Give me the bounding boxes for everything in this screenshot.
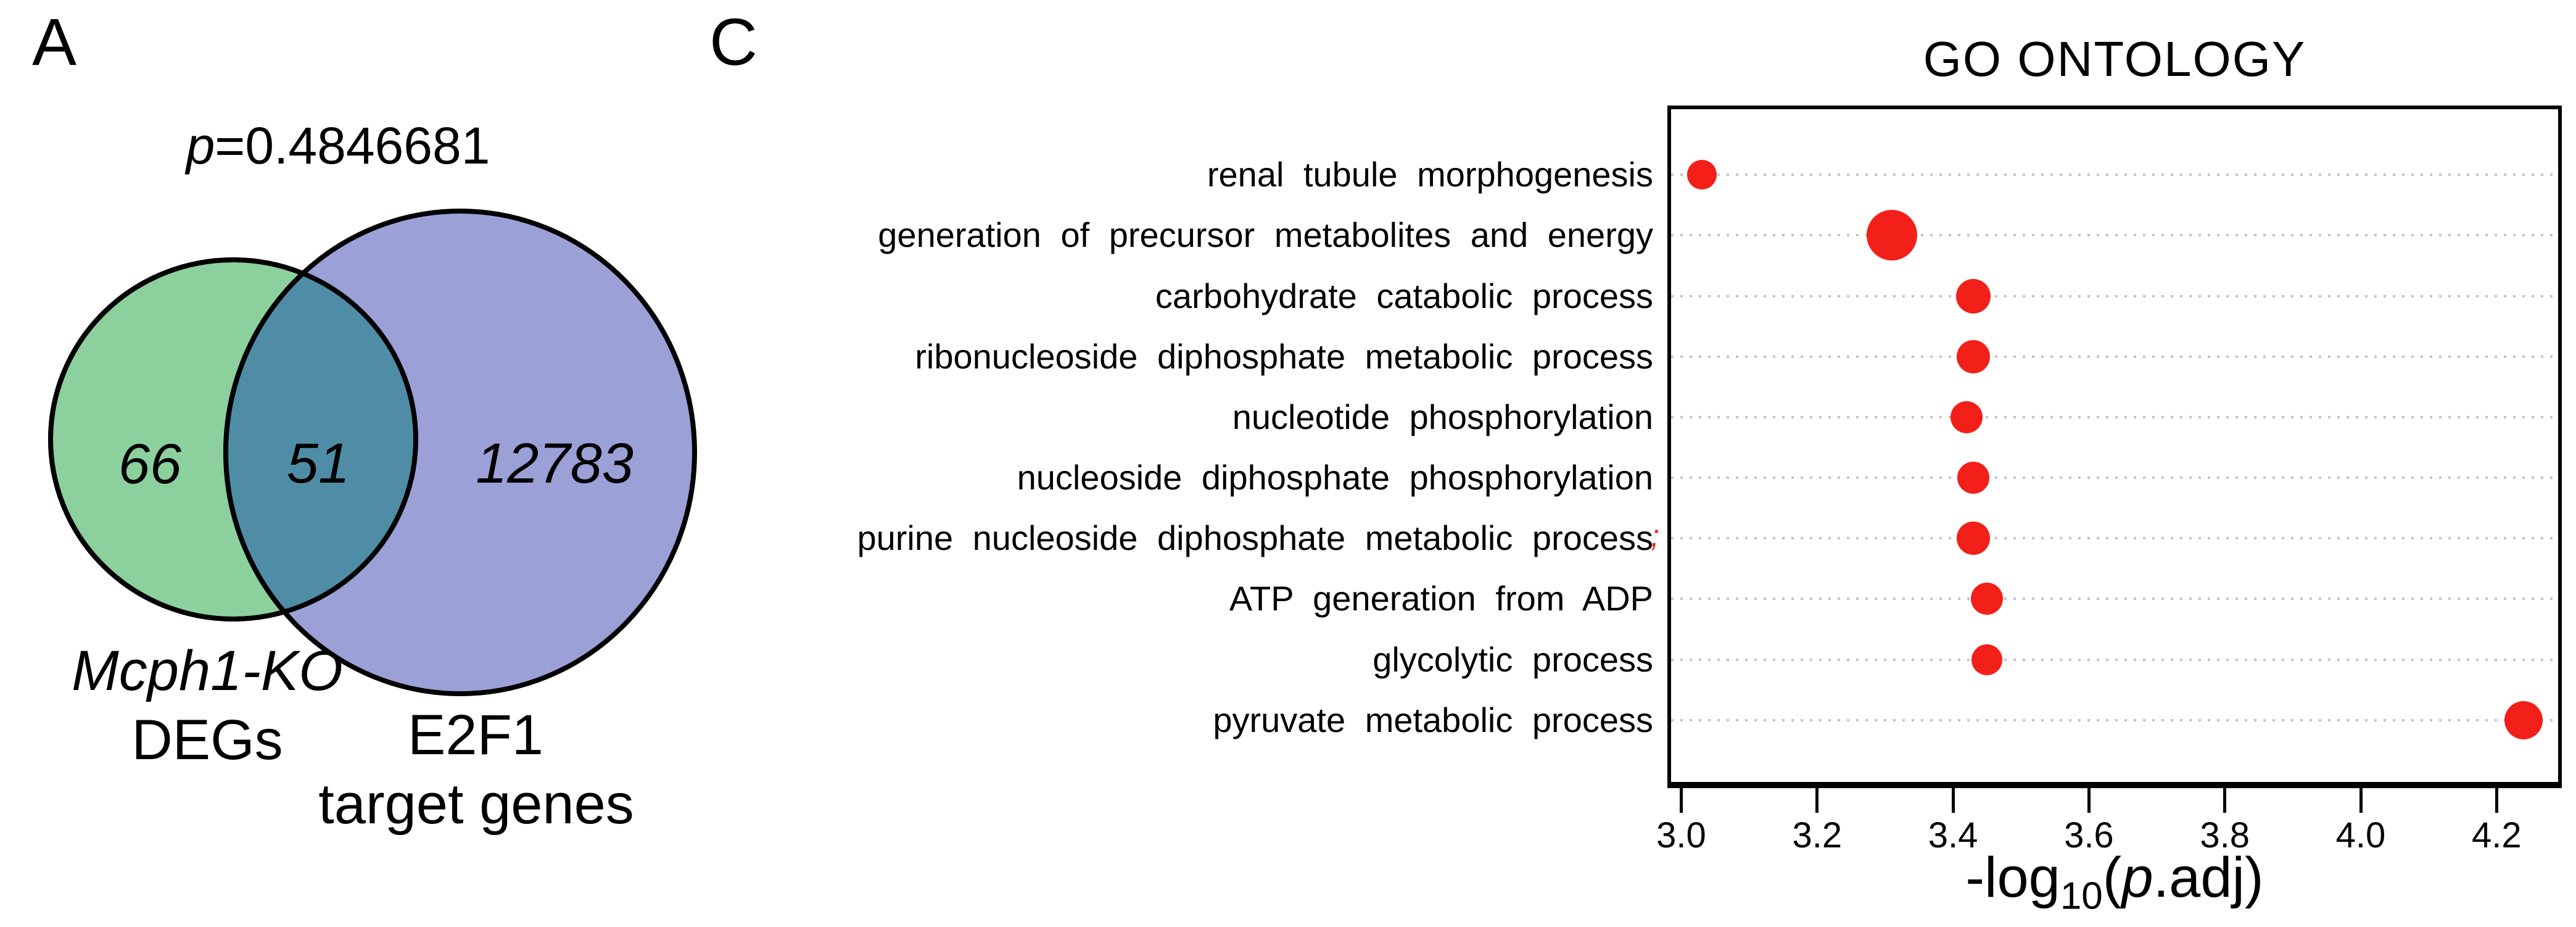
x-axis-tick: [2495, 788, 2498, 813]
panel-c-label: C: [709, 4, 758, 79]
stray-red-mark: ;: [1651, 518, 1659, 554]
pvalue-number: =0.4846681: [215, 117, 490, 175]
venn-right-count: 12783: [476, 432, 634, 495]
go-term-label: nucleoside diphosphate phosphorylation: [1017, 458, 1653, 497]
x-axis-title-variable: p: [2121, 846, 2153, 909]
x-axis-tick-label: 3.2: [1792, 815, 1843, 855]
gridline: [1671, 294, 2558, 297]
x-axis-tick: [1680, 788, 1683, 813]
data-point: [1957, 522, 1991, 555]
go-term-label: generation of precursor metabolites and …: [878, 215, 1653, 255]
go-term-label: carbohydrate catabolic process: [1155, 276, 1653, 315]
data-point: [2504, 700, 2543, 739]
x-axis-tick-label: 3.0: [1656, 815, 1706, 855]
venn-overlap-count: 51: [287, 432, 350, 495]
go-term-label: nucleotide phosphorylation: [1232, 397, 1653, 436]
x-axis-tick-label: 3.6: [2064, 815, 2114, 855]
data-point: [1971, 583, 2004, 615]
x-axis-title-suffix: .adj): [2153, 846, 2264, 909]
data-point: [1866, 210, 1917, 261]
pvalue-variable: p: [186, 117, 215, 175]
gridline: [1671, 537, 2558, 540]
x-axis-title-paren: (: [2102, 846, 2122, 909]
x-axis-tick: [2359, 788, 2363, 813]
x-axis-tick: [1951, 788, 1955, 813]
venn-left-set-name-line2: DEGs: [131, 709, 283, 771]
x-axis-title-prefix: -log: [1965, 846, 2060, 909]
go-term-label: glycolytic process: [1373, 639, 1653, 679]
go-term-label: pyruvate metabolic process: [1213, 700, 1653, 739]
go-term-label: purine nucleoside diphosphate metabolic …: [857, 518, 1653, 558]
gridline: [1671, 415, 2558, 418]
venn-overlap-region: [223, 260, 416, 619]
venn-left-count: 66: [118, 433, 182, 496]
go-term-label: renal tubule morphogenesis: [1207, 155, 1653, 194]
gridline: [1671, 355, 2558, 358]
data-point: [1956, 278, 1991, 314]
gridline: [1671, 476, 2558, 480]
gridline: [1671, 658, 2558, 661]
venn-right-set-name: E2F1: [408, 704, 543, 767]
x-axis-tick-label: 3.4: [1928, 815, 1978, 855]
data-point: [1686, 160, 1717, 190]
data-point: [1951, 401, 1983, 433]
y-axis-category-labels: renal tubule morphogenesis generation of …: [722, 0, 1653, 921]
gridline: [1671, 234, 2558, 237]
data-point: [1957, 462, 1990, 494]
x-axis-title-subscript: 10: [2060, 875, 2103, 918]
venn-diagram: 66 51 12783 Mcph1-KO DEGs E2F1 target ge…: [48, 209, 697, 836]
x-axis-tick: [1815, 788, 1819, 813]
plot-area: [1667, 106, 2562, 788]
gridline: [1671, 718, 2558, 721]
x-axis-tick: [2223, 788, 2227, 813]
data-point: [1971, 644, 2003, 675]
venn-left-circle-outline: [48, 257, 418, 621]
go-term-label: ribonucleoside diphosphate metabolic pro…: [915, 336, 1653, 376]
x-axis-tick-label: 4.2: [2471, 815, 2522, 855]
x-axis-tick-label: 3.8: [2200, 815, 2250, 855]
x-axis-title: -log10(p.adj): [1667, 847, 2562, 927]
pvalue-text: p=0.4846681: [91, 117, 585, 174]
go-term-label: ATP generation from ADP: [1229, 579, 1653, 618]
panel-a-label: A: [32, 4, 77, 79]
x-axis-tick-label: 4.0: [2335, 815, 2386, 855]
data-point: [1957, 339, 1991, 373]
gridline: [1671, 597, 2558, 601]
x-axis-tick: [2087, 788, 2091, 813]
venn-right-set-name-line2: target genes: [318, 773, 634, 836]
gridline: [1671, 173, 2558, 177]
chart-title: GO ONTOLOGY: [1923, 31, 2306, 86]
venn-left-set-name: Mcph1-KO: [72, 639, 343, 702]
